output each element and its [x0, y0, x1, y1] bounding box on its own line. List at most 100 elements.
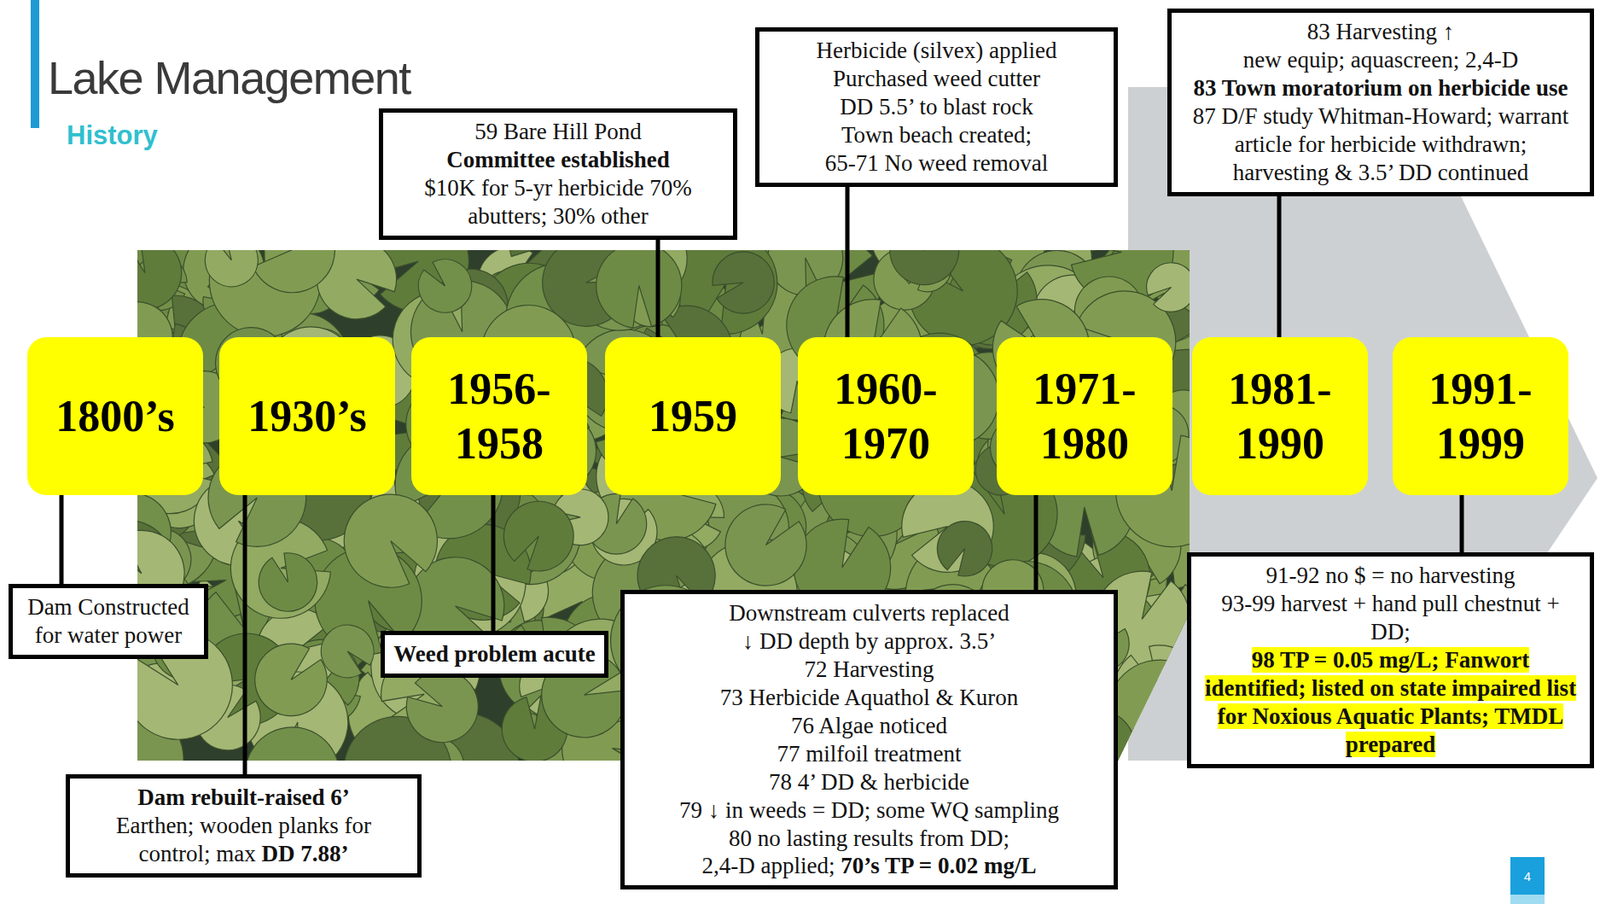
- callout-box: Weed problem acute: [380, 630, 609, 678]
- callout-text: $10K for 5-yr herbicide 70% abutters; 30…: [391, 174, 725, 231]
- callout-text: 83 Town moratorium on herbicide use: [1180, 74, 1582, 103]
- text-group: 1971- 1980: [1003, 361, 1166, 471]
- callout-box: 59 Bare Hill PondCommittee established$1…: [378, 108, 738, 240]
- lily-pad: [320, 624, 374, 678]
- callout-text: 73 Herbicide Aquathol & Kuron: [633, 683, 1106, 712]
- callout-text: 76 Algae noticed: [633, 711, 1106, 740]
- year-label: 1959: [648, 389, 738, 443]
- connector-line: [1034, 494, 1039, 590]
- callout-text: harvesting & 3.5’ DD continued: [1180, 158, 1582, 187]
- connector-line: [845, 186, 850, 338]
- callout-text: 80 no lasting results from DD;: [633, 824, 1106, 853]
- text-group: Dam rebuilt-raised 6’Earthen; wooden pla…: [78, 783, 409, 868]
- year-label: 1956- 1958: [418, 361, 581, 471]
- callout-text: DD 7.88’: [261, 840, 349, 867]
- year-box: 1959: [605, 337, 781, 495]
- callout-text: Weed problem acute: [393, 640, 596, 669]
- callout-text: 87 D/F study Whitman-Howard; warrant art…: [1180, 102, 1582, 159]
- connector-line: [243, 494, 248, 774]
- lily-pad: [503, 500, 574, 571]
- subtitle: History: [66, 122, 158, 149]
- callout-text: Town beach created;: [768, 121, 1106, 150]
- callout-text: 65-71 No weed removal: [768, 149, 1106, 178]
- text-group: 83 Harvesting ↑new equip; aquascreen; 2,…: [1180, 17, 1582, 187]
- lily-pad: [418, 259, 472, 313]
- lily-pad: [725, 504, 807, 586]
- callout-text: 59 Bare Hill Pond: [391, 117, 725, 146]
- year-label: 1960- 1970: [804, 361, 967, 471]
- callout-text: Committee established: [391, 145, 725, 175]
- year-box: 1930’s: [219, 337, 396, 495]
- callout-text: 98 TP = 0.05 mg/L; Fanwort identified; l…: [1204, 646, 1577, 757]
- callout-box: 83 Harvesting ↑new equip; aquascreen; 2,…: [1167, 8, 1595, 197]
- callout-text: Herbicide (silvex) applied: [768, 36, 1106, 65]
- callout-text: 2,4-D applied;: [702, 852, 836, 879]
- callout-text: Dam rebuilt-raised 6’: [78, 783, 409, 812]
- lily-pad: [890, 215, 960, 286]
- page-tab: [1510, 894, 1545, 904]
- year-label: 1971- 1980: [1003, 361, 1166, 471]
- year-box: 1981- 1990: [1192, 337, 1368, 495]
- year-box: 1960- 1970: [797, 337, 974, 495]
- callout-text: 78 4’ DD & herbicide: [633, 768, 1106, 797]
- text-group: 91-92 no $ = no harvesting93-99 harvest …: [1199, 561, 1582, 759]
- text-group: 1981- 1990: [1198, 361, 1362, 471]
- callout-text: 70’s TP = 0.02 mg/L: [840, 852, 1036, 879]
- text-group: Herbicide (silvex) appliedPurchased weed…: [768, 36, 1106, 178]
- text-group: 59 Bare Hill PondCommittee established$1…: [391, 117, 725, 231]
- callout-box: Herbicide (silvex) appliedPurchased weed…: [755, 27, 1118, 187]
- callout-text: 91-92 no $ = no harvesting: [1199, 561, 1582, 590]
- lily-pad: [1146, 262, 1197, 313]
- text-group: 1800’s: [55, 389, 175, 443]
- callout-text: 83 Harvesting ↑: [1180, 17, 1582, 47]
- year-box: 1971- 1980: [996, 337, 1173, 495]
- year-box: 1956- 1958: [411, 337, 588, 495]
- text-group: Dam Constructed for water power: [21, 593, 196, 650]
- callout-text: 93-99 harvest + hand pull chestnut + DD;: [1199, 589, 1582, 646]
- lily-pad: [936, 521, 992, 576]
- lily-pad: [255, 643, 328, 716]
- text-group: Weed problem acute: [393, 640, 596, 669]
- lily-pad: [249, 207, 335, 293]
- callout-text: 77 milfoil treatment: [633, 739, 1106, 768]
- callout-text: ↓ DD depth by approx. 3.5’: [633, 627, 1106, 656]
- lily-pad: [712, 251, 774, 314]
- lily-pad: [406, 670, 478, 743]
- callout-box: 91-92 no $ = no harvesting93-99 harvest …: [1186, 552, 1595, 768]
- connector-line: [1460, 494, 1465, 553]
- lily-pad: [258, 552, 317, 611]
- year-box: 1991- 1999: [1392, 337, 1569, 495]
- year-label: 1991- 1999: [1399, 361, 1562, 471]
- year-box: 1800’s: [27, 337, 204, 495]
- lily-pad: [204, 233, 258, 287]
- callout-text: new equip; aquascreen; 2,4-D: [1180, 46, 1582, 75]
- connector-line: [59, 494, 64, 584]
- page-number: 4: [1510, 856, 1545, 895]
- lily-pad: [343, 494, 437, 588]
- connector-line: [491, 494, 496, 631]
- text-group: 1959: [648, 389, 738, 443]
- callout-text: 79 ↓ in weeds = DD; some WQ sampling: [633, 796, 1106, 825]
- callout-text: 72 Harvesting: [633, 655, 1106, 684]
- lily-pad: [596, 242, 682, 328]
- text-group: 1960- 1970: [804, 361, 967, 471]
- callout-box: Dam Constructed for water power: [8, 583, 209, 659]
- year-label: 1800’s: [55, 389, 175, 443]
- connector-line: [656, 239, 661, 338]
- text-group: 1930’s: [247, 389, 367, 443]
- callout-box: Dam rebuilt-raised 6’Earthen; wooden pla…: [65, 773, 422, 878]
- text-group: 1991- 1999: [1399, 361, 1562, 471]
- year-label: 1930’s: [247, 389, 367, 443]
- callout-text: Purchased weed cutter: [768, 64, 1106, 94]
- slide-title: Lake Management: [47, 54, 411, 101]
- accent-bar: [30, 0, 40, 128]
- connector-line: [1277, 196, 1282, 338]
- callout-text: Dam Constructed for water power: [21, 593, 196, 650]
- text-group: Downstream culverts replaced↓ DD depth b…: [633, 599, 1106, 880]
- callout-box: Downstream culverts replaced↓ DD depth b…: [620, 589, 1118, 890]
- callout-text: Downstream culverts replaced: [633, 599, 1106, 628]
- year-label: 1981- 1990: [1198, 361, 1362, 471]
- lily-pad: [108, 236, 182, 310]
- callout-text: DD 5.5’ to blast rock: [768, 93, 1106, 122]
